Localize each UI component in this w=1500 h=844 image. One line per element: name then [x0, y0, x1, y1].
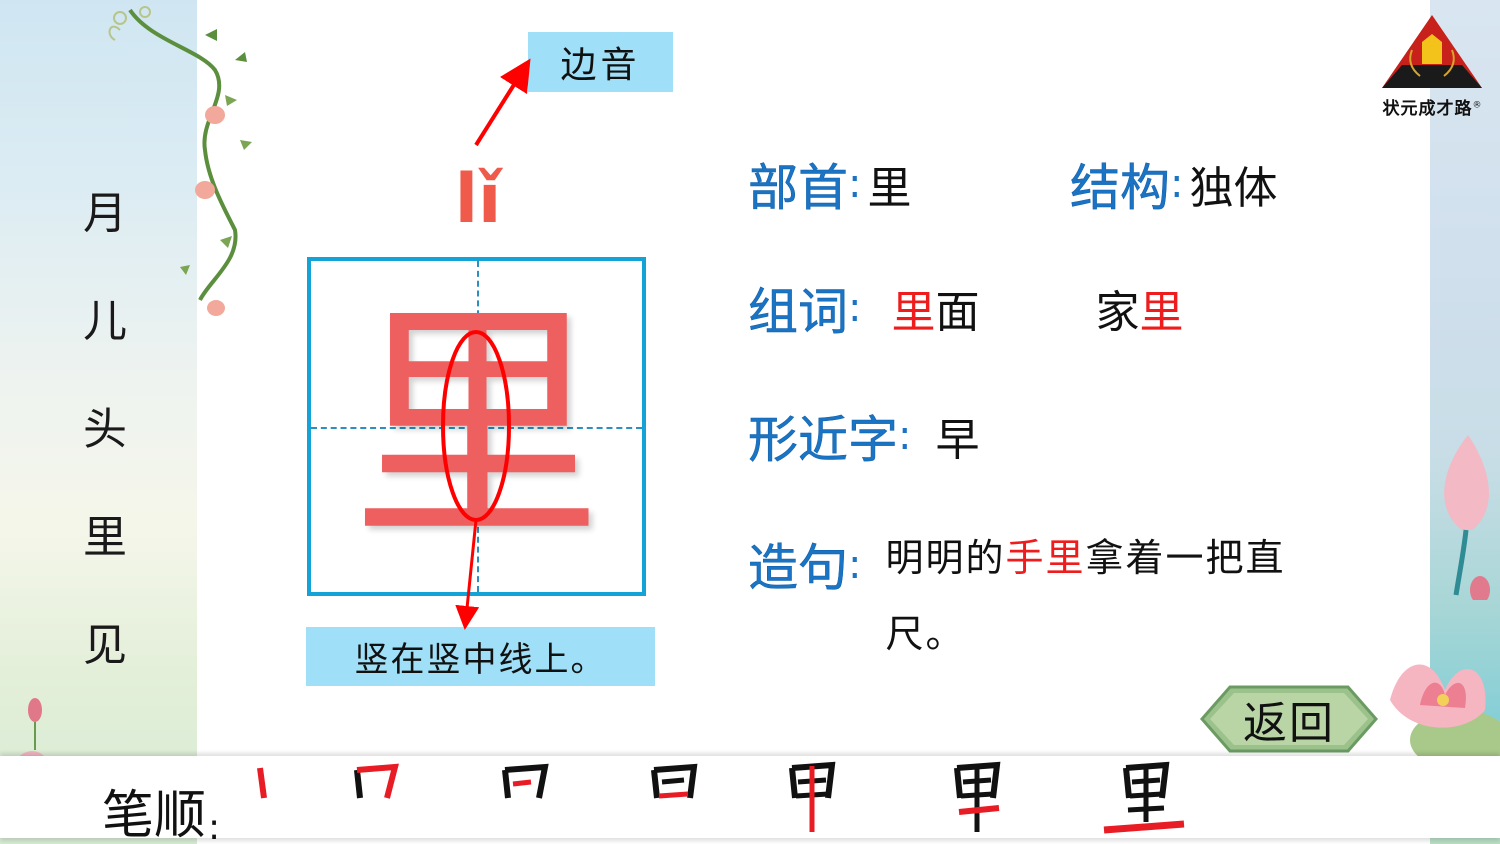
- radical-row: 部首 : 里: [748, 148, 912, 220]
- lesson-word[interactable]: 里: [83, 512, 127, 563]
- stroke-note-callout: 竖在竖中线上。: [306, 627, 655, 686]
- sentence-row: 造句 : 明明的手里拿着一把直尺。: [748, 528, 1335, 672]
- stroke-step-5-icon[interactable]: [780, 760, 850, 836]
- structure-row: 结构 : 独体: [1070, 148, 1278, 220]
- main-character: 里: [351, 280, 602, 572]
- sentence-label: 造句: [748, 539, 849, 598]
- similar-char-value: 早: [935, 415, 980, 466]
- publisher-logo-icon: [1382, 15, 1482, 88]
- stroke-step-1-icon[interactable]: [240, 760, 310, 836]
- lesson-word[interactable]: 头: [83, 404, 127, 455]
- structure-value: 独体: [1189, 163, 1278, 214]
- character-grid-box: 里: [307, 257, 646, 596]
- word-item-2: 家里: [1095, 287, 1184, 338]
- radical-label: 部首: [748, 159, 849, 218]
- stroke-order-strip: [0, 756, 1500, 838]
- colon: :: [898, 413, 912, 459]
- stroke-order-label: 笔顺:: [102, 786, 221, 844]
- lesson-word[interactable]: 儿: [83, 296, 127, 347]
- vine-decoration-icon: [108, 6, 252, 316]
- lotus-flower-decoration-icon: [1390, 664, 1500, 770]
- colon: :: [848, 285, 862, 331]
- pinyin-note-callout: 边音: [528, 32, 673, 92]
- stroke-step-3-icon[interactable]: [493, 760, 563, 836]
- stroke-step-7-icon[interactable]: [1100, 760, 1190, 836]
- lesson-word[interactable]: 见: [83, 620, 127, 671]
- colon: :: [1170, 161, 1184, 207]
- lesson-word-list: 月 儿 头 里 见: [70, 160, 140, 700]
- structure-label: 结构: [1070, 159, 1171, 218]
- colon: :: [848, 161, 862, 207]
- back-button-label: 返回: [1243, 698, 1335, 749]
- word-item-1: 里面: [891, 287, 980, 338]
- hexagon-button-shape-icon: [1200, 685, 1378, 753]
- stroke-step-6-icon[interactable]: [945, 760, 1015, 836]
- stroke-step-2-icon[interactable]: [345, 760, 415, 836]
- publisher-logo-text: 状元成才路®: [1382, 99, 1483, 119]
- sentence-text: 明明的手里拿着一把直尺。: [885, 536, 1286, 656]
- radical-value: 里: [867, 163, 912, 214]
- back-button[interactable]: 返回: [1200, 684, 1378, 754]
- stroke-step-4-icon[interactable]: [642, 760, 712, 836]
- similar-char-row: 形近字 : 早: [748, 400, 980, 472]
- lesson-word[interactable]: 月: [83, 188, 127, 239]
- colon: :: [848, 542, 862, 588]
- similar-char-label: 形近字: [748, 411, 899, 470]
- words-label: 组词: [748, 283, 849, 342]
- lotus-bud-decoration-icon: [1444, 435, 1490, 600]
- words-row: 组词 : 里面 家里: [748, 272, 1184, 344]
- pinyin: lǐ: [454, 160, 502, 239]
